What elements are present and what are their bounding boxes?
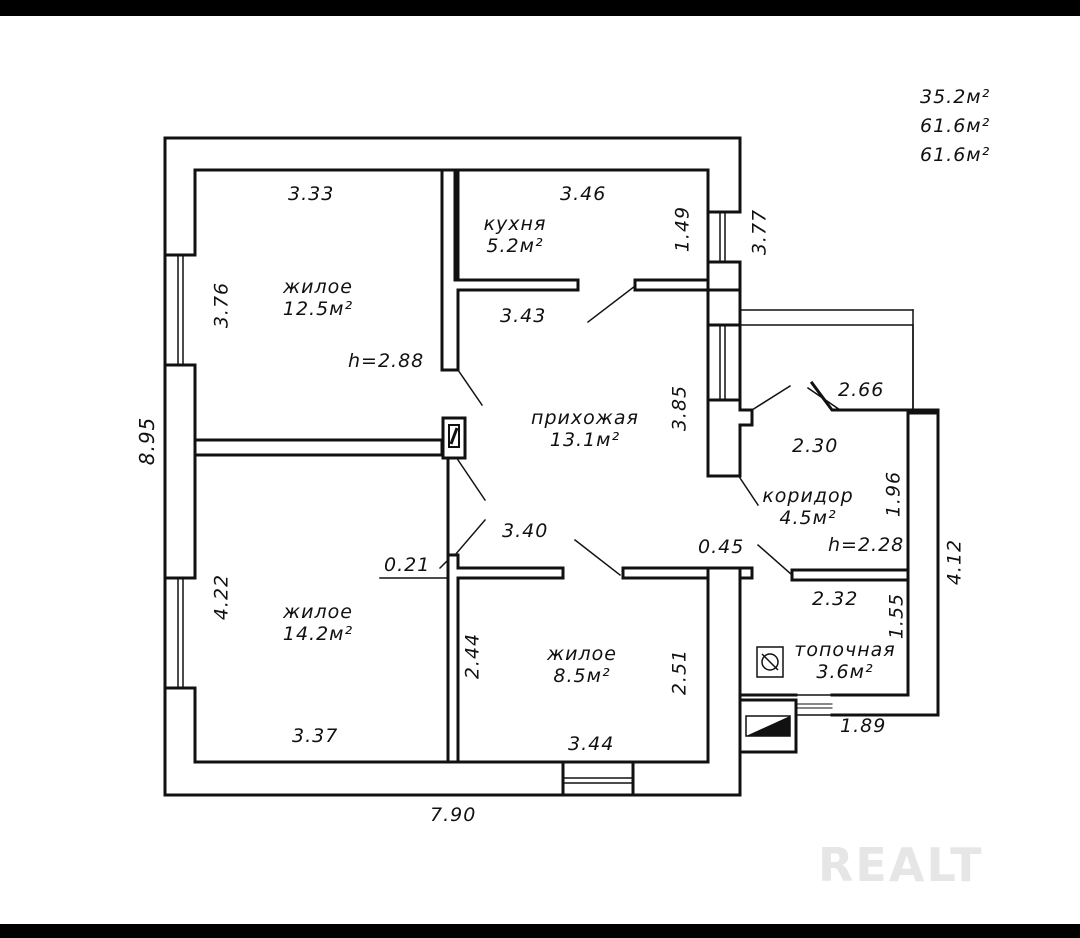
dimension-label: 2.30 (792, 435, 839, 457)
room-living-3: жилое 8.5м² (547, 643, 617, 688)
dimension-label: 3.76 (210, 281, 233, 329)
room-kitchen: кухня 5.2м² (483, 213, 547, 258)
total-area-2: 61.6м² (920, 115, 991, 137)
dimension-label: 3.40 (502, 520, 549, 542)
dimension-label: 3.44 (568, 733, 615, 755)
outer-wall (163, 136, 754, 797)
room-hall: прихожая 13.1м² (531, 407, 639, 452)
room-name: коридор (762, 485, 854, 508)
top-frame-bar (0, 0, 1080, 16)
room-corridor: коридор 4.5м² (762, 485, 854, 530)
room-name: жилое (283, 276, 353, 299)
watermark-logo: REALT (818, 838, 984, 892)
dimension-label: 3.77 (748, 208, 771, 256)
total-area-1: 35.2м² (920, 86, 991, 108)
dimension-label: 3.85 (668, 384, 691, 432)
room-area: 14.2м² (282, 623, 354, 645)
dimension-label: 4.22 (210, 573, 233, 621)
room-area: 12.5м² (282, 298, 354, 320)
room-height: h=2.28 (828, 534, 905, 556)
dimension-label: 3.43 (500, 305, 547, 327)
room-area: 4.5м² (779, 507, 837, 529)
room-boiler: топочная 3.6м² (794, 639, 896, 684)
dimension-label: 7.90 (430, 804, 477, 826)
dimension-label: 1.96 (882, 470, 905, 518)
dimension-label: 4.12 (943, 538, 966, 586)
room-area: 8.5м² (553, 665, 611, 687)
room-name: прихожая (531, 407, 639, 430)
dimension-label: 3.46 (560, 183, 607, 205)
dimension-label: 2.32 (812, 588, 859, 610)
dimension-label: 2.66 (838, 379, 885, 401)
dimension-label: 2.51 (668, 648, 691, 696)
dimension-label: 3.37 (292, 725, 339, 747)
room-name: жилое (547, 643, 617, 666)
room-area: 13.1м² (549, 429, 621, 451)
dimension-label: 1.55 (885, 592, 908, 640)
dimension-label: 8.95 (135, 416, 159, 466)
dimension-label: 1.89 (840, 715, 887, 737)
dimension-label: 0.21 (384, 554, 431, 576)
boiler-icon (756, 646, 784, 678)
room-name: кухня (483, 213, 547, 236)
bottom-frame-bar (0, 924, 1080, 938)
room-area: 3.6м² (816, 661, 874, 683)
room-name: жилое (283, 601, 353, 624)
room-living-2: жилое 14.2м² (282, 601, 354, 646)
total-area-3: 61.6м² (920, 144, 991, 166)
stove-icon (441, 416, 467, 460)
room-height: h=2.88 (348, 350, 425, 372)
chimney-icon (738, 698, 798, 754)
room-name: топочная (794, 639, 896, 662)
dimension-label: 0.45 (698, 536, 745, 558)
room-living-1: жилое 12.5м² (282, 276, 354, 321)
windows (177, 211, 726, 784)
door-swings (453, 284, 842, 577)
dimension-label: 2.44 (461, 632, 484, 680)
room-area: 5.2м² (486, 235, 544, 257)
dimension-label: 1.49 (671, 205, 694, 253)
dimension-label: 3.33 (288, 183, 335, 205)
